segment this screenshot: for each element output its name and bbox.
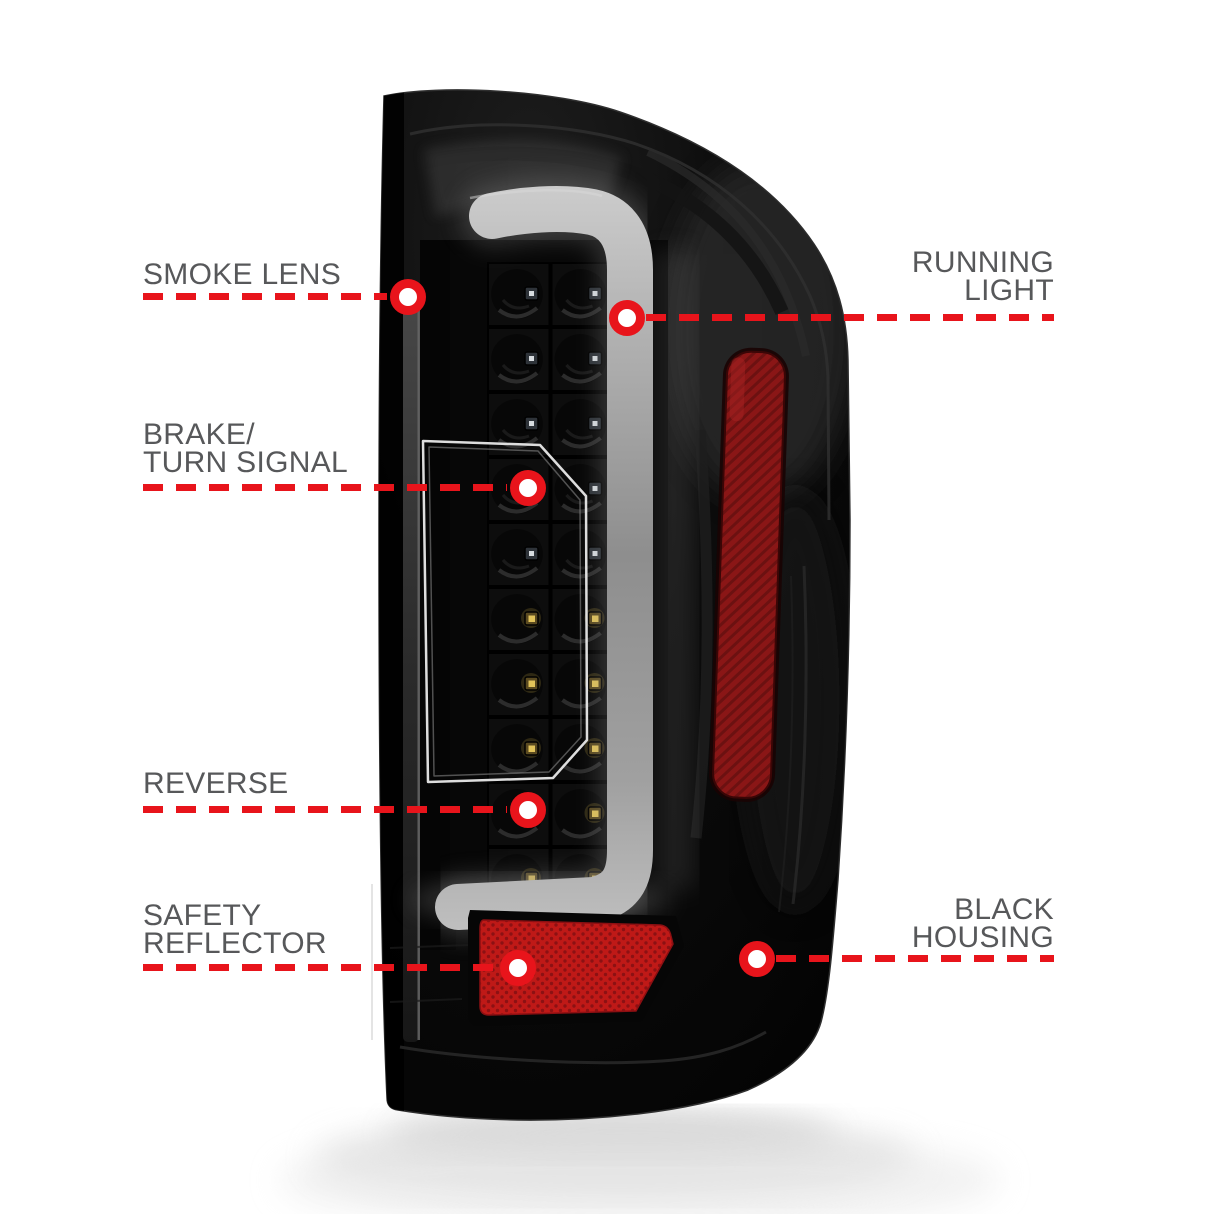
lens-edge-strip [403,300,419,1042]
led-grid-lower [487,587,614,913]
dot-brake-turn-signal [510,470,546,506]
label-reverse: REVERSE [143,767,289,800]
label-black-housing: BLACK HOUSING [911,893,1054,954]
leader-brake-turn-signal [143,484,507,491]
dot-running-light [609,300,645,336]
left-edge-band [378,89,404,1114]
reverse-section-outline [421,439,589,784]
side-marker-reflector [709,347,789,802]
bezel-line-top [409,123,831,521]
light-bar-edge-highlight [469,189,603,200]
gloss-band-vertical [690,429,713,839]
leader-reverse [143,806,507,813]
lens-sheen-upper-right [665,160,850,500]
floor-reflection [280,1109,1000,1214]
bottom-seam [399,1030,767,1065]
dot-safety-reflector [500,950,536,986]
label-running-light: RUNNING LIGHT [911,246,1054,307]
dot-smoke-lens [390,279,426,315]
label-brake-turn-signal: BRAKE/ TURN SIGNAL [143,418,348,479]
leader-running-light [646,314,1054,321]
light-bar [435,186,653,930]
dot-reverse [510,792,546,828]
lens-edge-highlight [417,302,420,1040]
ridge-line-1 [791,565,808,905]
guide-line [371,884,373,1040]
reverse-section-outline-inner [428,446,582,777]
safety-reflector-lens [479,919,674,1016]
leader-safety-reflector [143,964,497,971]
label-safety-reflector: SAFETY REFLECTOR [143,899,327,960]
leader-black-housing [776,955,1054,962]
dot-black-housing [739,941,775,977]
leader-smoke-lens [143,293,387,300]
left-seam-2 [389,998,463,1003]
gloss-curve [646,148,810,357]
led-grid-upper [487,262,614,587]
ridge-line-2 [778,575,794,913]
left-seam-1 [389,944,469,949]
label-smoke-lens: SMOKE LENS [143,258,342,291]
